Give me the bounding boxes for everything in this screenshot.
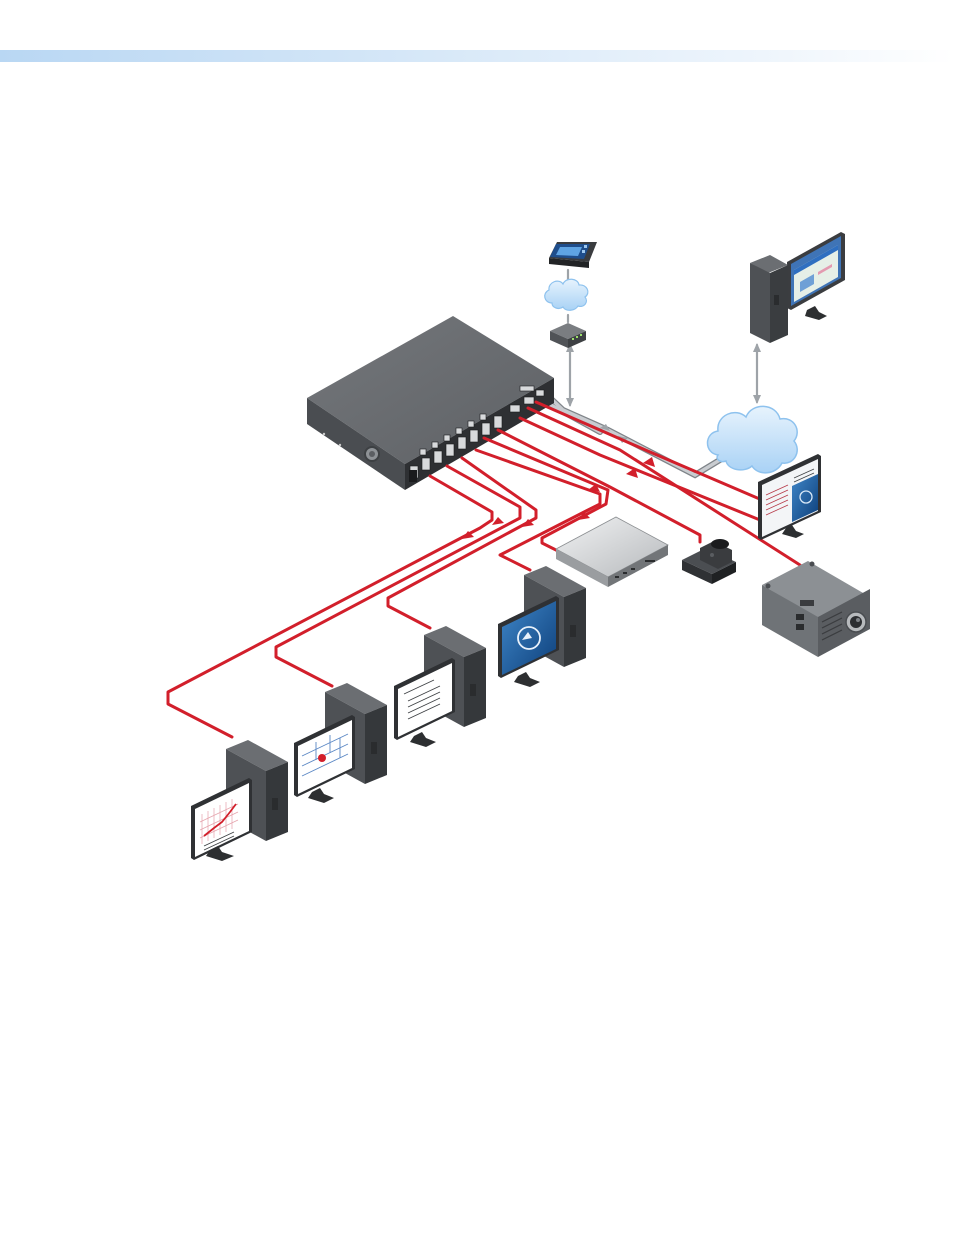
projector-icon — [762, 561, 870, 657]
network-cloud-icon — [545, 279, 588, 310]
network-cloud-icon — [708, 406, 798, 472]
desktop-computer-icon — [394, 626, 486, 747]
desktop-computer-icon — [498, 566, 586, 687]
desktop-computer-icon — [294, 683, 387, 803]
media-player-icon — [556, 517, 668, 587]
document-camera-icon — [682, 539, 736, 584]
desktop-computer-icon — [191, 740, 288, 861]
touch-panel-icon — [549, 242, 597, 268]
desktop-computer-icon — [750, 232, 845, 343]
control-processor-icon — [550, 323, 586, 348]
